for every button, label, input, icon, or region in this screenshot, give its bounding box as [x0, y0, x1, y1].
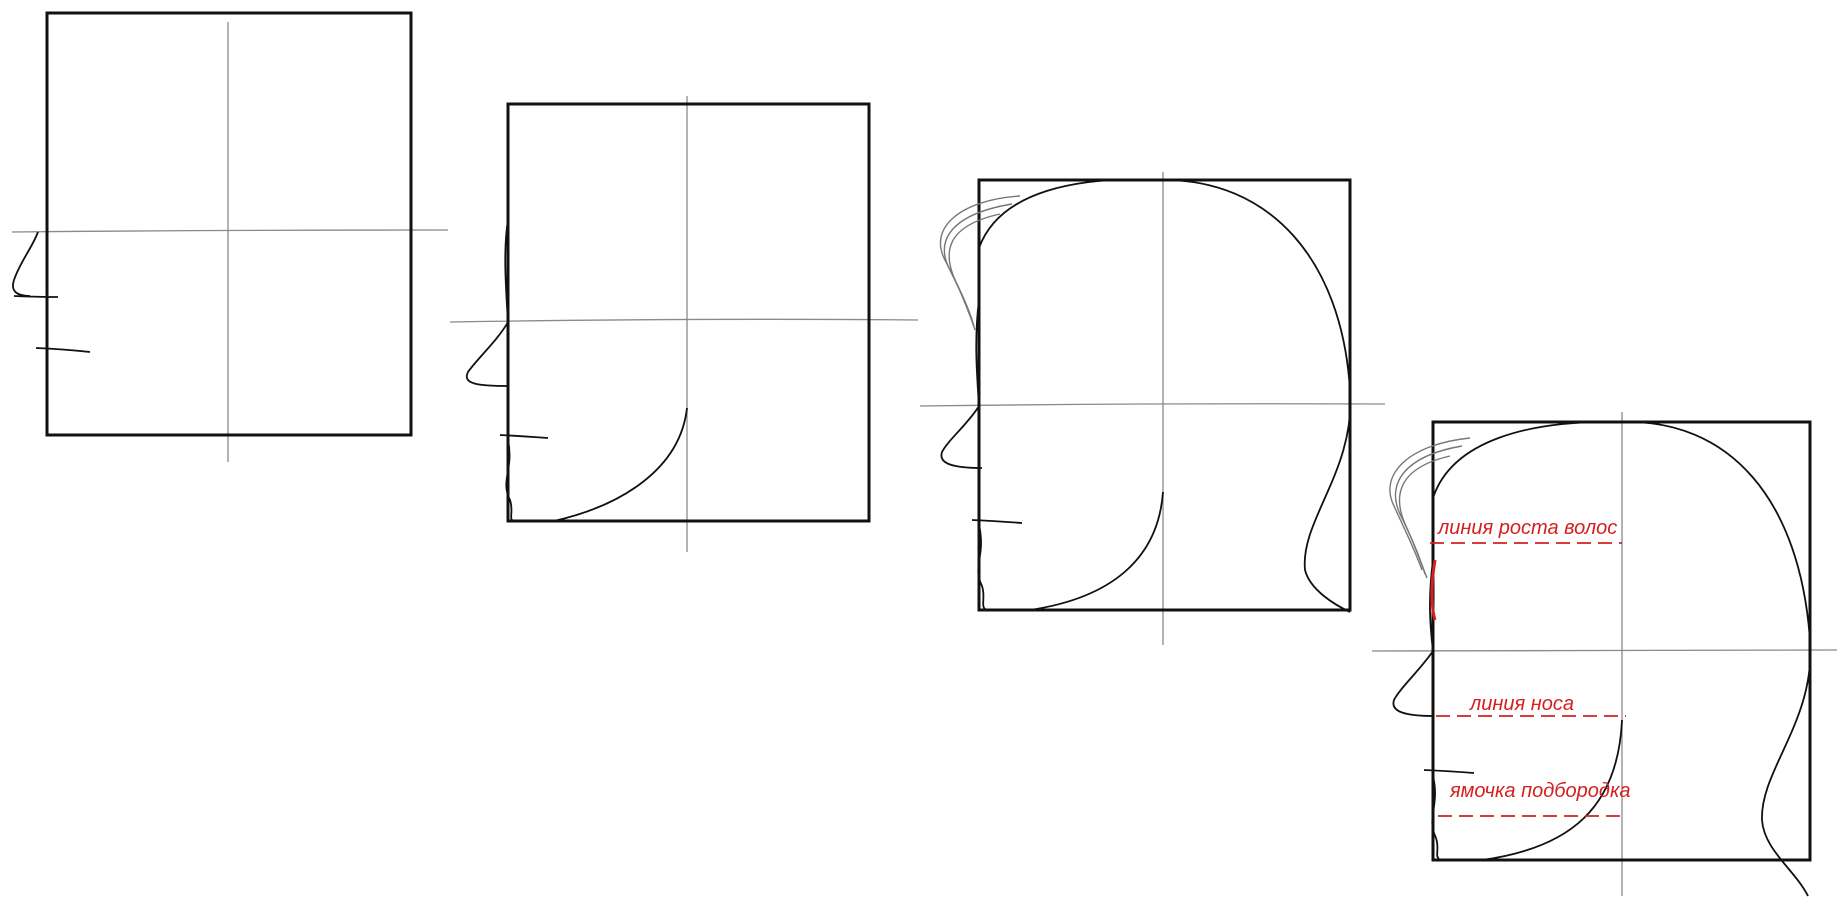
step-2-horizontal-guide — [450, 319, 918, 322]
step-2-nose-profile — [467, 322, 508, 386]
step-3-drawing — [920, 172, 1385, 645]
chin-dimple-label: ямочка подбородка — [1449, 780, 1631, 802]
step-3-square — [979, 180, 1350, 610]
step-4-nose-profile — [1393, 651, 1434, 716]
step-1-nose-mark — [14, 296, 58, 297]
step-3-nose-profile — [941, 406, 982, 468]
step-4-drawing: линия роста волос линия носа ямочка подб… — [1372, 412, 1837, 896]
step-1-brow-mark — [13, 232, 38, 296]
step-4-hair-stroke-a — [1390, 438, 1470, 570]
step-3-jaw-line — [1030, 492, 1163, 610]
step-3-hair-stroke-c — [949, 214, 1000, 330]
step-1-drawing — [12, 13, 448, 462]
hairline-label: линия роста волос — [1437, 517, 1617, 539]
nose-line-label: линия носа — [1469, 693, 1574, 715]
step-3-skull-outline — [979, 179, 1350, 612]
step-1-horizontal-guide — [12, 230, 448, 232]
step-4-hair-stroke-b — [1395, 446, 1462, 574]
step-2-drawing — [450, 96, 918, 552]
step-1-mouth-mark — [36, 348, 90, 352]
step-3-horizontal-guide — [920, 404, 1385, 406]
step-2-square — [508, 104, 869, 521]
step-2-jaw-line — [554, 408, 687, 521]
step-4-horizontal-guide — [1372, 650, 1837, 651]
step-1-square — [47, 13, 411, 435]
